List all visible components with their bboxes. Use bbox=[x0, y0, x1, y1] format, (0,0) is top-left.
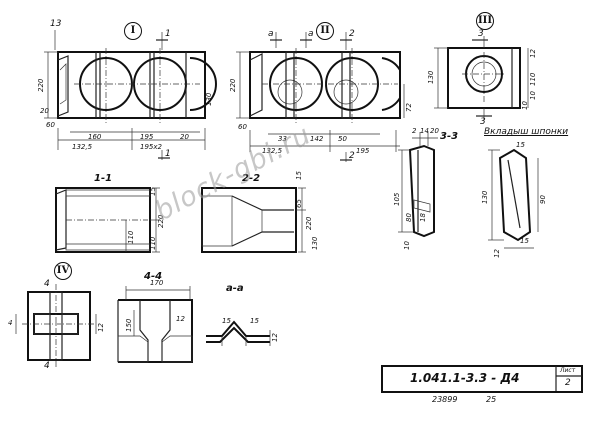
view-1-outline bbox=[44, 30, 217, 160]
view-1-dim-d4: 195 bbox=[140, 133, 154, 141]
view-4-outline bbox=[15, 284, 97, 368]
s22-dim-d1: 15 bbox=[295, 171, 303, 180]
section-4-4-outline bbox=[117, 286, 193, 363]
section-3-3-title: 3-3 bbox=[440, 131, 459, 142]
cut-mark-a-right: а bbox=[308, 29, 314, 39]
inventory-number: 23899 bbox=[432, 395, 458, 404]
cut-mark-4-top: 4 bbox=[44, 279, 50, 289]
section-2-2-outline bbox=[201, 187, 306, 253]
s44-dim-d2: 12 bbox=[176, 315, 185, 323]
section-a-a-outline bbox=[206, 320, 271, 346]
cut-mark-1-top: 1 bbox=[165, 29, 171, 39]
cut-mark-3-top: 3 bbox=[478, 29, 484, 39]
view-2-dim-height: 220 bbox=[229, 78, 237, 92]
insert-dim-d1: 15 bbox=[516, 141, 525, 149]
saa-dim-d1: 15 bbox=[222, 317, 231, 325]
view-1-dim-d2: 20 bbox=[40, 107, 49, 115]
view-2-dim-d3: 142 bbox=[310, 135, 324, 143]
view-2-dim-d1: 60 bbox=[238, 123, 247, 131]
sheet-label: Лист bbox=[560, 367, 576, 374]
cut-mark-1-bottom: 1 bbox=[165, 149, 171, 159]
page-number: 25 bbox=[486, 395, 497, 404]
view-1-callout: I bbox=[124, 22, 142, 40]
section-a-a-title: а-а bbox=[226, 283, 244, 294]
view-3-dim-d1: 12 bbox=[529, 49, 537, 58]
s44-dim-d1: 150 bbox=[125, 318, 133, 332]
s33-dim-d2: 80 bbox=[405, 213, 413, 222]
cut-mark-3-bottom: 3 bbox=[480, 117, 486, 127]
view-3-dim-d3: 10 bbox=[529, 91, 537, 100]
s22-dim-d3: 220 bbox=[305, 216, 313, 230]
s33-dim-d4: 10 bbox=[403, 241, 411, 250]
s33-dim-d3: 18 bbox=[419, 213, 427, 222]
section-3-3-outline bbox=[398, 132, 438, 238]
view-1-dim-d5: 20 bbox=[180, 133, 189, 141]
view-4-callout: IV bbox=[54, 262, 72, 280]
section-1-1-outline bbox=[55, 187, 160, 253]
s11-dim-d1: 15 bbox=[149, 187, 157, 196]
cut-mark-a-left: а bbox=[268, 29, 274, 39]
key-insert-title: Вкладыш шпонки bbox=[484, 127, 569, 137]
cut-mark-2-bottom: 2 bbox=[349, 151, 355, 161]
view-3-dim-d4: 10 bbox=[521, 101, 529, 110]
cut-mark-13: 13 bbox=[50, 19, 62, 29]
s33-dim-top2: 14 bbox=[420, 127, 429, 135]
sheet-number: 2 bbox=[565, 378, 571, 388]
s11-dim-d4: 110 bbox=[149, 236, 157, 250]
view-1-dim-d6: 130 bbox=[205, 92, 213, 106]
view-3-callout: III bbox=[476, 12, 494, 30]
view-1-dim-height: 220 bbox=[37, 78, 45, 92]
insert-dim-d2: 90 bbox=[539, 195, 547, 204]
section-2-2-title: 2-2 bbox=[242, 173, 261, 184]
view-4-dim-d1: 4 bbox=[8, 319, 13, 327]
view-2-outline bbox=[236, 32, 405, 162]
view-2-callout: II bbox=[316, 22, 334, 40]
view-2-dim-d2: 33 bbox=[278, 135, 287, 143]
cut-mark-4-bottom: 4 bbox=[44, 361, 50, 371]
insert-dim-d4: 15 bbox=[520, 237, 529, 245]
s33-dim-top3: 20 bbox=[430, 127, 439, 135]
s22-dim-d4: 130 bbox=[311, 236, 319, 250]
s11-dim-d2: 110 bbox=[127, 230, 135, 244]
view-2-dim-d5: 72 bbox=[405, 103, 413, 112]
insert-dim-h: 130 bbox=[481, 190, 489, 204]
drawing-code: 1.041.1-3.3 - Д4 bbox=[410, 371, 520, 385]
s22-dim-d2: 65 bbox=[295, 199, 303, 208]
section-1-1-title: 1-1 bbox=[94, 173, 113, 184]
view-2-dim-w1: 132,5 bbox=[262, 147, 283, 155]
saa-dim-d3: 12 bbox=[271, 333, 279, 342]
view-1-dim-d1: 60 bbox=[46, 121, 55, 129]
view-3-dim-d2: 110 bbox=[529, 72, 537, 86]
view-4-dim-d2: 12 bbox=[97, 323, 105, 332]
view-1-dim-w1: 132,5 bbox=[72, 143, 93, 151]
view-3-dim-h: 130 bbox=[427, 70, 435, 84]
s44-dim-w: 170 bbox=[150, 279, 164, 287]
cut-mark-2-top: 2 bbox=[349, 29, 355, 39]
title-block-frame bbox=[381, 365, 583, 393]
s33-dim-top1: 2 bbox=[412, 127, 417, 135]
s33-dim-d1: 105 bbox=[393, 192, 401, 206]
view-2-dim-w2: 195 bbox=[356, 147, 370, 155]
saa-dim-d2: 15 bbox=[250, 317, 259, 325]
section-4-4-title: 4-4 bbox=[144, 271, 163, 282]
view-1-dim-d3: 160 bbox=[88, 133, 102, 141]
key-insert-outline bbox=[488, 148, 539, 249]
view-1-dim-w2: 195x2 bbox=[140, 143, 162, 151]
view-3-outline bbox=[434, 36, 529, 120]
view-2-dim-d4: 50 bbox=[338, 135, 347, 143]
insert-dim-d3: 12 bbox=[493, 249, 501, 258]
